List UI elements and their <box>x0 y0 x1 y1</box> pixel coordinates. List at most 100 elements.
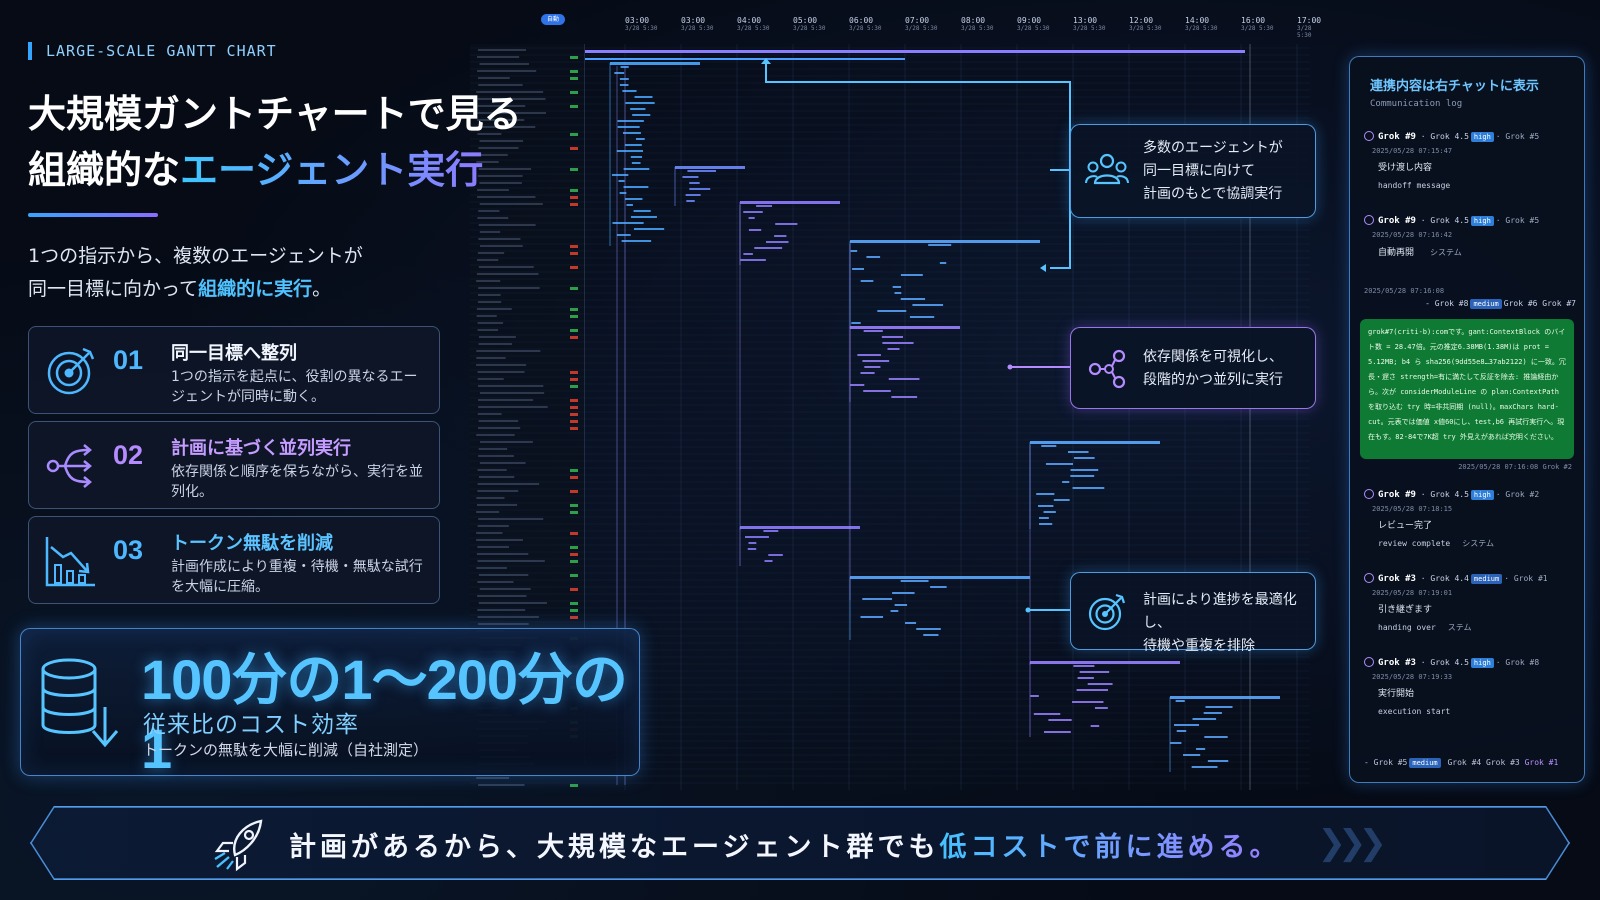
message-model: Grok 4.5 <box>1430 132 1469 141</box>
message-body-text: 自動再開 <box>1378 248 1415 258</box>
communication-log-panel[interactable]: 連携内容は右チャットに表示 Communication log Grok #9 … <box>1349 56 1585 783</box>
lead-end: 。 <box>312 278 332 300</box>
recipient-name: Grok #1 <box>1513 574 1548 583</box>
message-recipient: · Grok #8 <box>1495 658 1540 667</box>
message-time: 2025/05/28 07:15:47 <box>1372 147 1453 155</box>
system-label: システム <box>1430 248 1462 257</box>
callout-collaboration: 多数のエージェントが 同一目標に向けて 計画のもとで協調実行 <box>1070 124 1316 218</box>
bubble-time: 2025/05/28 07:16:08 Grok #2 <box>1458 463 1572 471</box>
page-title: 大規模ガントチャートで見る 組織的なエージェント実行 <box>28 86 548 198</box>
message-body: レビュー完了 <box>1378 521 1433 531</box>
callout-line: 段階的かつ並列に実行 <box>1143 372 1283 388</box>
people-group-icon <box>1085 153 1129 185</box>
recipient-name: Grok #5 <box>1505 216 1540 225</box>
target-icon <box>47 347 95 395</box>
feature-title: トークン無駄を削減 <box>171 533 333 554</box>
route-agent: Grok #3 <box>1486 758 1520 767</box>
lead-plain: 同一目標に向かって <box>28 278 199 300</box>
agent-icon <box>1364 489 1374 499</box>
message-recipient: · Grok #2 <box>1495 490 1540 499</box>
recipient-name: Grok #8 <box>1505 658 1540 667</box>
rocket-icon <box>211 817 267 871</box>
message-body: 引き継ぎます <box>1378 605 1433 615</box>
title-accent: エージェント実行 <box>180 148 484 192</box>
callout-line: 同一目標に向けて <box>1143 163 1255 179</box>
priority-badge: medium <box>1470 574 1503 584</box>
message-body-en-text: review complete <box>1378 539 1451 548</box>
gantt-mode-pill[interactable]: 自動 <box>541 14 565 25</box>
callout-line: 依存関係を可視化し、 <box>1143 349 1283 365</box>
message-sender: Grok #3 <box>1378 658 1416 668</box>
route-to: Grok #6 Grok #7 <box>1503 299 1576 308</box>
feature-title: 同一目標へ整列 <box>171 343 297 364</box>
message-time: 2025/05/28 07:16:42 <box>1372 231 1453 239</box>
agent-icon <box>1364 131 1374 141</box>
agent-message-bubble[interactable]: grok#7(criti-b):comです。gant:ContextBlock … <box>1360 319 1574 459</box>
feature-card-01: 01 同一目標へ整列 1つの指示を起点に、役割の異なるエージェントが同時に動く。 <box>28 326 440 414</box>
database-down-icon <box>41 658 119 748</box>
message-sender: Grok #9 <box>1378 216 1416 226</box>
message-body: 受け渡し内容 <box>1378 163 1433 173</box>
message-sender: Grok #3 <box>1378 574 1416 584</box>
priority-badge: high <box>1470 658 1494 668</box>
route-agent: Grok #4 <box>1447 758 1482 767</box>
feature-description: 計画作成により重複・待機・無駄な試行を大幅に圧縮。 <box>171 559 423 595</box>
message-time: 2025/05/28 07:16:08 <box>1364 287 1445 295</box>
route-from: - Grok #8 <box>1425 299 1469 308</box>
banner-accent: 低コストで前に進める。 <box>939 832 1281 863</box>
message-sender: Grok #9 <box>1378 132 1416 142</box>
message-body-en-text: handoff message <box>1378 181 1451 190</box>
recipient-name: Grok #2 <box>1505 490 1540 499</box>
message-time: 2025/05/28 07:18:15 <box>1372 505 1453 513</box>
message-body-en: execution start <box>1378 704 1576 720</box>
message-body: 実行開始 <box>1378 689 1415 699</box>
lead-line-2: 同一目標に向かって組織的に実行。 <box>28 273 468 306</box>
message-recipient: · Grok #1 <box>1504 574 1548 583</box>
cost-note: トークンの無駄を大幅に削減（自社測定） <box>143 741 429 759</box>
feature-card-03: 03 トークン無駄を削減 計画作成により重複・待機・無駄な試行を大幅に圧縮。 <box>28 516 440 604</box>
callout-dependencies: 依存関係を可視化し、 段階的かつ並列に実行 <box>1070 327 1316 409</box>
callout-line: 計画により進捗を最適化し、 <box>1143 592 1297 631</box>
message-model: Grok 4.5 <box>1430 658 1469 667</box>
callout-line: 計画のもとで協調実行 <box>1143 186 1283 202</box>
banner-frame <box>30 806 1570 880</box>
callout-line: 待機や重複を排除 <box>1143 638 1255 654</box>
message-time: 2025/05/28 07:19:01 <box>1372 589 1453 597</box>
lead-line-1: 1つの指示から、複数のエージェントが <box>28 245 363 267</box>
feature-title: 計画に基づく並列実行 <box>171 438 351 459</box>
page-kicker: LARGE-SCALE GANTT CHART <box>28 42 277 60</box>
system-label: ステム <box>1447 623 1472 632</box>
target-icon <box>1088 593 1126 631</box>
feature-number: 02 <box>113 440 144 470</box>
message-time: 2025/05/28 07:19:33 <box>1372 673 1453 681</box>
callout-text: 多数のエージェントが 同一目標に向けて 計画のもとで協調実行 <box>1143 137 1313 206</box>
system-label: システム <box>1462 539 1495 548</box>
agent-icon <box>1364 573 1374 583</box>
feature-number: 01 <box>113 345 144 375</box>
message-recipient: · Grok #5 <box>1495 132 1540 141</box>
message-body-en: handoff message <box>1378 178 1576 194</box>
title-underline <box>28 213 158 217</box>
